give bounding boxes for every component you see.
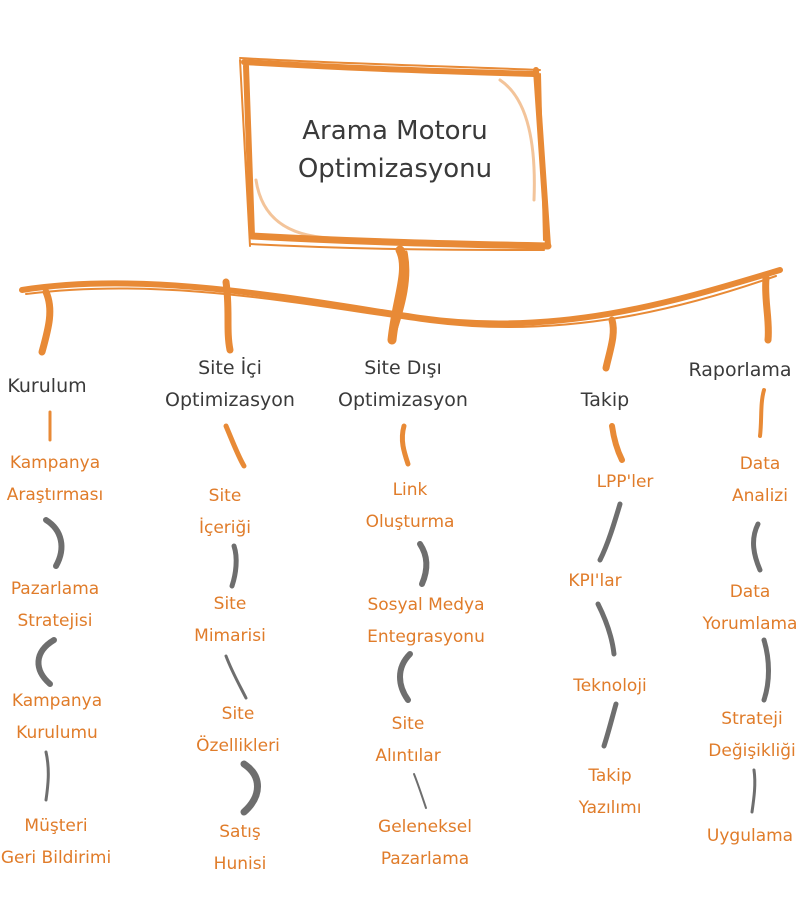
- item-label: Özellikleri: [196, 736, 280, 756]
- item-kampanya-kurulumu: Kampanya Kurulumu: [2, 685, 112, 749]
- item-site-mimarisi: Site Mimarisi: [180, 588, 280, 652]
- category-kurulum: Kurulum: [2, 370, 92, 402]
- item-musteri-geri-bildirimi: Müşteri Geri Bildirimi: [0, 810, 112, 874]
- item-label: Değişikliği: [708, 741, 796, 761]
- item-label: Entegrasyonu: [367, 627, 485, 647]
- item-label: Stratejisi: [17, 611, 93, 631]
- category-label: Takip: [580, 389, 630, 411]
- item-label: Site: [391, 714, 425, 734]
- item-label: Strateji: [721, 709, 783, 729]
- title-line-2: Optimizasyonu: [297, 154, 493, 184]
- item-kpilar: KPI'lar: [550, 565, 640, 597]
- item-label: Takip: [588, 766, 632, 786]
- item-uygulama: Uygulama: [700, 820, 800, 852]
- item-satis-hunisi: Satış Hunisi: [190, 816, 290, 880]
- item-label: LPP'ler: [596, 472, 654, 492]
- item-label: Yazılımı: [578, 798, 642, 818]
- category-site-ici-optimizasyon: Site İçi Optimizasyon: [155, 352, 305, 416]
- item-label: Site: [213, 594, 247, 614]
- category-label: Optimizasyon: [338, 389, 468, 411]
- item-site-alintilar: Site Alıntılar: [358, 708, 458, 772]
- category-label: Raporlama: [688, 359, 792, 381]
- item-label: Site: [221, 704, 255, 724]
- item-label: Link: [392, 480, 428, 500]
- category-label: Site Dışı: [364, 357, 442, 379]
- item-label: Sosyal Medya: [367, 595, 485, 615]
- item-label: Kampanya: [11, 691, 103, 711]
- item-label: Geri Bildirimi: [0, 848, 112, 868]
- first-item-connectors: [48, 388, 766, 469]
- item-label: Mimarisi: [194, 626, 266, 646]
- item-data-analizi: Data Analizi: [715, 448, 800, 512]
- item-label: Data: [739, 454, 781, 474]
- item-label: Site: [208, 486, 242, 506]
- category-label: Site İçi: [198, 357, 262, 379]
- title-box-frame: [239, 57, 552, 251]
- item-geleneksel-pazarlama: Geleneksel Pazarlama: [360, 811, 490, 875]
- item-label: Teknoloji: [573, 676, 647, 696]
- item-label: Alıntılar: [375, 746, 441, 766]
- item-label: Uygulama: [706, 826, 794, 846]
- item-connectors: [35, 501, 771, 816]
- item-label: Araştırması: [6, 485, 104, 505]
- item-label: Geleneksel: [378, 817, 472, 837]
- item-label: KPI'lar: [568, 571, 622, 591]
- category-takip: Takip: [565, 384, 645, 416]
- item-label: Kurulumu: [16, 723, 98, 743]
- category-raporlama: Raporlama: [680, 354, 800, 386]
- item-label: Pazarlama: [10, 579, 100, 599]
- item-label: Oluşturma: [365, 512, 455, 532]
- item-lppler: LPP'ler: [580, 466, 670, 498]
- category-label: Kurulum: [7, 375, 87, 397]
- item-label: Pazarlama: [380, 849, 470, 869]
- item-label: Data: [729, 582, 771, 602]
- item-label: Satış: [219, 822, 261, 842]
- item-site-ozellikleri: Site Özellikleri: [188, 698, 288, 762]
- title-line-1: Arama Motoru: [302, 116, 488, 146]
- item-sosyal-medya-entegrasyonu: Sosyal Medya Entegrasyonu: [355, 589, 497, 653]
- item-label: Hunisi: [213, 854, 267, 874]
- item-data-yorumlama: Data Yorumlama: [700, 576, 800, 640]
- main-branch: [19, 245, 783, 372]
- item-label: İçeriği: [198, 518, 252, 538]
- item-site-icerigi: Site İçeriği: [175, 480, 275, 544]
- item-strateji-degisikligi: Strateji Değişikliği: [704, 703, 800, 767]
- item-kampanya-arastirmasi: Kampanya Araştırması: [0, 447, 110, 511]
- item-pazarlama-stratejisi: Pazarlama Stratejisi: [0, 573, 110, 637]
- category-site-disi-optimizasyon: Site Dışı Optimizasyon: [328, 352, 478, 416]
- item-label: Kampanya: [9, 453, 101, 473]
- diagram-title: Arama Motoru Optimizasyonu: [250, 112, 540, 188]
- item-takip-yazilimi: Takip Yazılımı: [560, 760, 660, 824]
- item-label: Analizi: [732, 486, 788, 506]
- item-label: Müşteri: [24, 816, 88, 836]
- category-label: Optimizasyon: [165, 389, 295, 411]
- item-teknoloji: Teknoloji: [560, 670, 660, 702]
- item-link-olusturma: Link Oluşturma: [350, 474, 470, 538]
- item-label: Yorumlama: [702, 614, 798, 634]
